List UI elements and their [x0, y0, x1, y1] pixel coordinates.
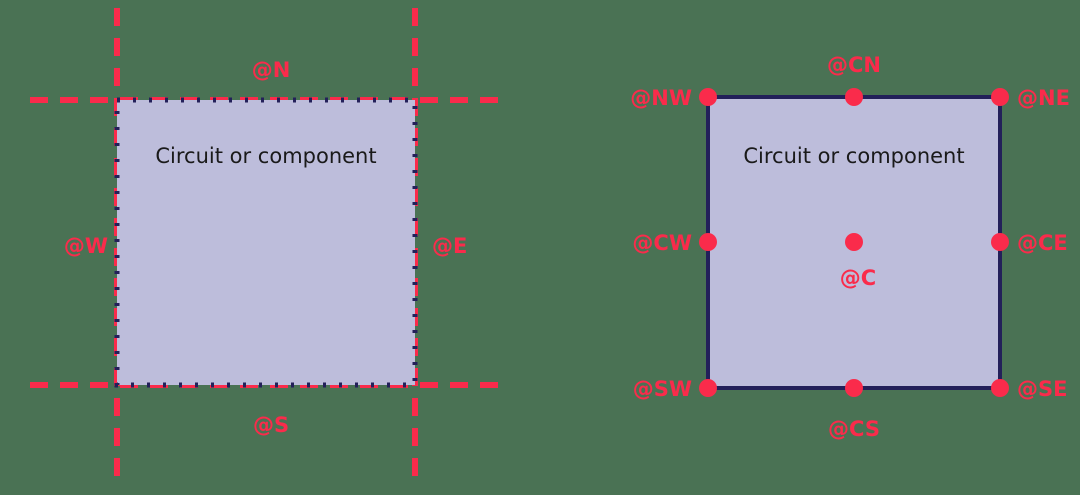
- anchor-label-NW: @NW: [630, 86, 692, 110]
- anchor-label-CS: @CS: [828, 417, 880, 441]
- anchor-dot-CE: [991, 233, 1009, 251]
- anchor-label-NE: @NE: [1017, 86, 1070, 110]
- right-anchor-dots: [699, 88, 1009, 397]
- left-box-caption: Circuit or component: [155, 144, 376, 168]
- anchor-label-E: @E: [432, 234, 467, 258]
- anchor-dot-NE: [991, 88, 1009, 106]
- anchor-label-S: @S: [253, 413, 289, 437]
- right-diagram: Circuit or component @NW @CN @NE @CW @C …: [630, 53, 1070, 441]
- left-anchor-labels: @N @S @W @E: [64, 58, 468, 437]
- anchor-dot-C: [845, 233, 863, 251]
- anchor-dot-NW: [699, 88, 717, 106]
- anchor-label-CN: @CN: [827, 53, 881, 77]
- anchor-dot-SW: [699, 379, 717, 397]
- anchor-dot-CS: [845, 379, 863, 397]
- left-component-box: [117, 100, 415, 385]
- anchor-label-W: @W: [64, 234, 108, 258]
- right-anchor-labels: @NW @CN @NE @CW @C @CE @SW @CS @SE: [630, 53, 1070, 441]
- anchor-label-C: @C: [840, 266, 876, 290]
- anchor-dot-CW: [699, 233, 717, 251]
- left-diagram: Circuit or component @N @S @W @E: [30, 8, 510, 488]
- anchor-label-SW: @SW: [633, 377, 692, 401]
- anchor-label-CW: @CW: [632, 231, 692, 255]
- anchor-label-SE: @SE: [1017, 377, 1067, 401]
- anchor-dot-SE: [991, 379, 1009, 397]
- anchor-dot-CN: [845, 88, 863, 106]
- anchor-label-CE: @CE: [1017, 231, 1068, 255]
- right-box-caption: Circuit or component: [743, 144, 964, 168]
- anchor-label-N: @N: [252, 58, 291, 82]
